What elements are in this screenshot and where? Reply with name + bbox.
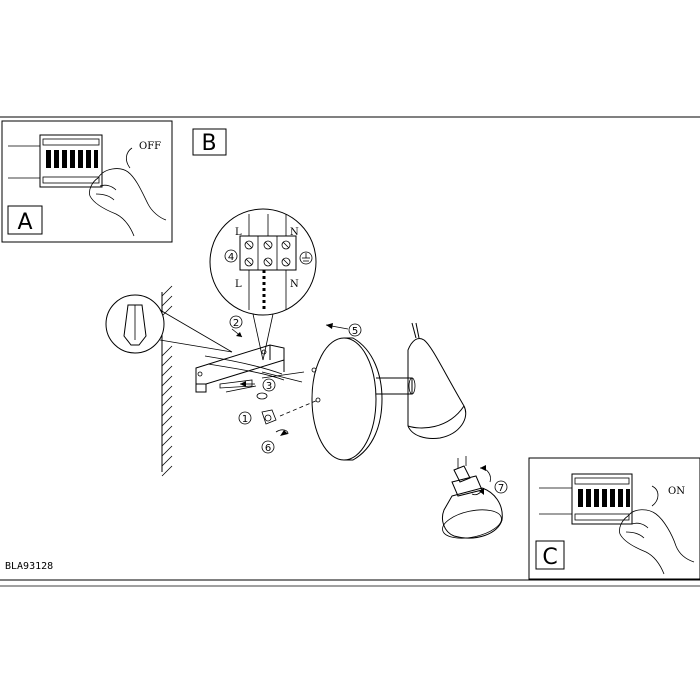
hand-on-icon bbox=[619, 509, 695, 575]
panel-c-border bbox=[528, 457, 700, 580]
panel-c-letter-box bbox=[535, 540, 565, 570]
step-6-group: 6 bbox=[261, 429, 289, 454]
step-7-group: 7 bbox=[471, 465, 508, 496]
panel-a: A OFF bbox=[1, 120, 173, 243]
off-arrow-icon bbox=[126, 147, 133, 169]
panel-a-letter-box bbox=[7, 205, 43, 235]
step-2-group: 2 bbox=[229, 315, 243, 338]
lamp-head bbox=[407, 322, 467, 439]
wall-canopy bbox=[311, 337, 416, 461]
step-1-group: 1 bbox=[238, 399, 319, 425]
step-2-marker: 2 bbox=[233, 318, 239, 329]
product-code: BLA93128 bbox=[5, 561, 53, 572]
breaker-box-off-icon bbox=[8, 134, 103, 188]
step-3-marker: 3 bbox=[266, 381, 272, 392]
terminal-label-bottom-n: N bbox=[290, 279, 299, 290]
panel-b: B bbox=[192, 128, 227, 156]
wall-plug-icon bbox=[123, 304, 147, 346]
panel-a-border bbox=[1, 120, 173, 243]
gu10-bulb-icon bbox=[441, 456, 503, 539]
step-4-marker: 4 bbox=[228, 252, 234, 263]
breaker-box-on-icon bbox=[539, 473, 633, 525]
panel-b-letter-box bbox=[192, 128, 227, 156]
terminal-label-bottom-l: L bbox=[235, 279, 242, 290]
step-6-marker: 6 bbox=[265, 443, 271, 454]
panel-c-letter: C bbox=[542, 545, 557, 570]
terminal-block-detail: L N L N 4 bbox=[209, 208, 317, 361]
mounting-bracket bbox=[195, 344, 305, 400]
wall-plug-detail bbox=[105, 294, 233, 354]
terminal-label-top-l: L bbox=[235, 227, 242, 238]
earth-symbol-icon bbox=[299, 251, 313, 265]
on-arrow-icon bbox=[651, 485, 659, 507]
panel-c: C ON bbox=[528, 457, 700, 580]
switch-off-label: OFF bbox=[139, 141, 161, 152]
step-5-group: 5 bbox=[325, 323, 362, 337]
step-5-marker: 5 bbox=[352, 326, 358, 337]
switch-on-label: ON bbox=[668, 486, 685, 497]
hand-off-icon bbox=[89, 168, 167, 237]
terminal-detail-circle bbox=[209, 208, 317, 316]
panel-b-letter: B bbox=[201, 131, 216, 156]
step-7-marker: 7 bbox=[498, 483, 504, 494]
step-3-group: 3 bbox=[240, 378, 276, 392]
terminal-label-top-n: N bbox=[290, 227, 299, 238]
panel-a-letter: A bbox=[17, 210, 32, 235]
step-1-marker: 1 bbox=[242, 414, 248, 425]
